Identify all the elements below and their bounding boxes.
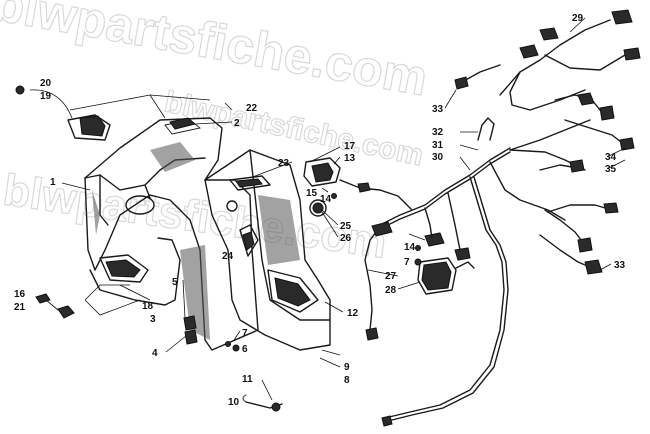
callout-14a: 14 xyxy=(320,194,332,205)
callout-15: 15 xyxy=(306,188,318,199)
callout-20: 20 xyxy=(40,78,52,89)
watermark-line-top: blwpartsfiche.com xyxy=(0,0,432,106)
callout-3: 3 xyxy=(150,314,156,325)
callout-5: 5 xyxy=(172,277,178,288)
switch-block xyxy=(303,157,413,217)
callout-32: 32 xyxy=(432,127,444,138)
callout-17: 17 xyxy=(344,141,356,152)
callout-27: 27 xyxy=(385,271,397,282)
callout-9: 9 xyxy=(344,362,350,373)
callout-7b: 7 xyxy=(404,257,410,268)
callout-6: 6 xyxy=(242,344,248,355)
ground-strap xyxy=(242,394,283,412)
callout-23: 23 xyxy=(278,158,290,169)
callout-28: 28 xyxy=(385,285,397,296)
callout-30: 30 xyxy=(432,152,444,163)
callout-1: 1 xyxy=(50,177,56,188)
switch-housing xyxy=(15,85,111,141)
callout-19: 19 xyxy=(40,91,52,102)
watermark: blwpartsfiche.com blwpartsfiche.com blwp… xyxy=(0,0,432,268)
voltage-regulator xyxy=(414,245,475,295)
callout-10: 10 xyxy=(228,397,240,408)
callout-33b: 33 xyxy=(614,260,626,271)
center-left-fittings xyxy=(183,315,240,352)
callout-26: 26 xyxy=(340,233,352,244)
callout-31: 31 xyxy=(432,140,444,151)
callout-29: 29 xyxy=(572,13,584,24)
callout-16: 16 xyxy=(14,289,26,300)
leader-lines xyxy=(29,17,626,401)
callout-18: 18 xyxy=(142,301,154,312)
callout-14b: 14 xyxy=(404,242,416,253)
callout-4: 4 xyxy=(152,348,158,359)
wiring-harness xyxy=(364,9,641,427)
callout-22: 22 xyxy=(246,103,258,114)
callout-34: 34 xyxy=(605,152,617,163)
callout-7a: 7 xyxy=(242,328,248,339)
callout-35: 35 xyxy=(605,164,617,175)
left-fasteners xyxy=(35,293,75,319)
callout-21: 21 xyxy=(14,302,26,313)
callout-24: 24 xyxy=(222,251,234,262)
callout-12: 12 xyxy=(347,308,359,319)
callout-33a: 33 xyxy=(432,104,444,115)
callout-8: 8 xyxy=(344,375,350,386)
callout-25: 25 xyxy=(340,221,352,232)
support-bracket xyxy=(204,149,331,351)
callout-13: 13 xyxy=(344,153,356,164)
callout-2: 2 xyxy=(234,118,240,129)
callout-labels: 1 2 3 4 5 6 7 7 8 9 10 11 12 13 14 14 15… xyxy=(14,13,626,408)
callout-11: 11 xyxy=(242,374,253,385)
